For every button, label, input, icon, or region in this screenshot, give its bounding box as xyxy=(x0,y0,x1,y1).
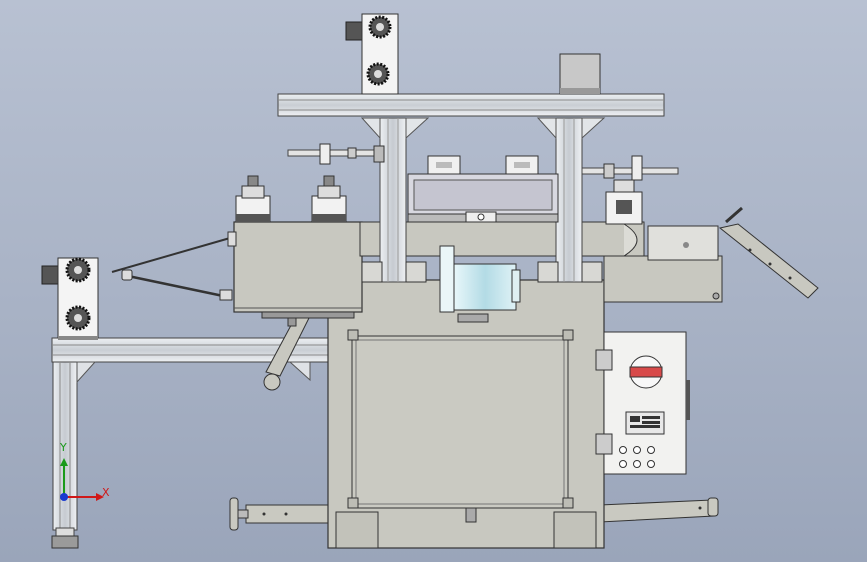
control-button-grid[interactable] xyxy=(619,446,655,468)
vertical-columns xyxy=(360,117,606,283)
gear-icon xyxy=(65,257,91,283)
emergency-stop-icon[interactable] xyxy=(629,355,663,389)
right-outfeed-table xyxy=(359,221,723,303)
right-roller-station xyxy=(605,179,643,225)
left-guide-arm xyxy=(111,237,233,301)
axis-x-label: X xyxy=(102,486,110,499)
gear-icon xyxy=(368,15,392,39)
guide-rod-right xyxy=(581,155,679,181)
left-roller-station-1 xyxy=(235,175,271,223)
axis-y-label: Y xyxy=(60,441,67,454)
axis-z-dot xyxy=(60,493,68,501)
guide-rod-left xyxy=(287,143,385,165)
gear-icon xyxy=(65,305,91,331)
center-roller xyxy=(439,245,521,323)
handwheel-icon[interactable] xyxy=(229,497,249,531)
upper-platen xyxy=(407,173,559,223)
gear-icon xyxy=(366,62,390,86)
axis-x-arrow xyxy=(64,493,104,501)
left-feed-table xyxy=(227,221,363,319)
platen-clamps xyxy=(427,155,539,175)
top-crossbeam xyxy=(277,93,665,117)
axis-y-arrow xyxy=(60,458,68,497)
control-display-plate xyxy=(625,411,665,435)
right-discharge-chute xyxy=(718,206,819,299)
machine-body xyxy=(327,279,605,549)
lower-linkage xyxy=(263,311,311,391)
foot-pad-right xyxy=(707,497,719,517)
top-motor xyxy=(559,53,601,95)
left-roller-station-2 xyxy=(311,175,347,223)
